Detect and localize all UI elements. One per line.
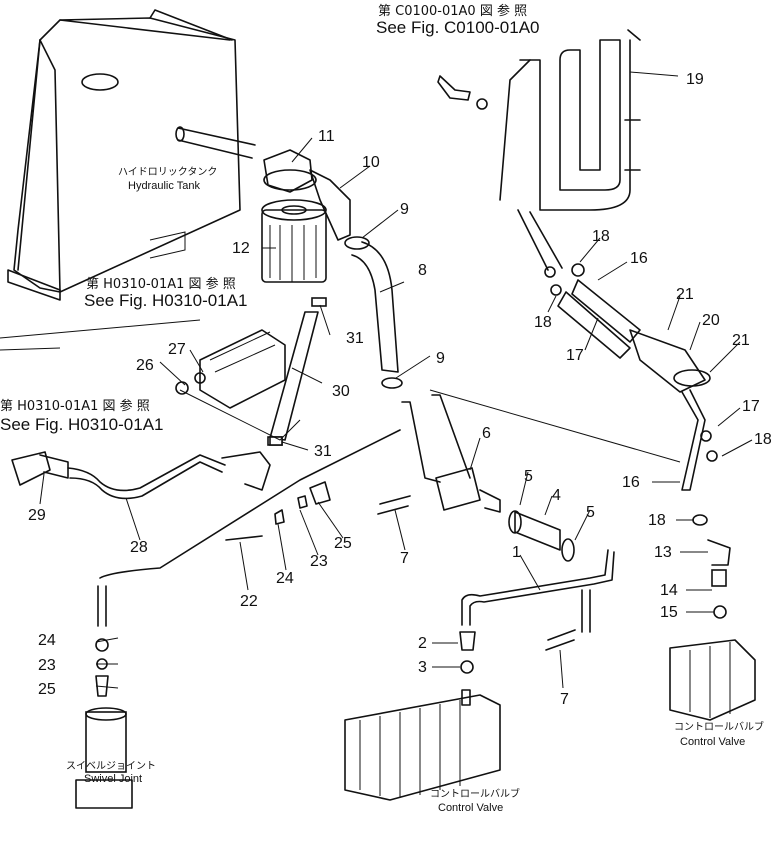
tank-label-jp: ハイドロリックタンク — [118, 166, 217, 178]
callout-18-a: 18 — [592, 228, 610, 245]
callout-18-c: 18 — [754, 431, 771, 448]
callout-18-b: 18 — [534, 314, 552, 331]
callout-7-right: 7 — [560, 691, 569, 708]
callout-12: 12 — [232, 240, 250, 257]
callout-24-lower: 24 — [38, 632, 56, 649]
callout-3: 3 — [418, 659, 427, 676]
hydraulic-tank — [7, 9, 256, 301]
ref-mid-en: See Fig. H0310-01A1 — [84, 291, 248, 310]
ref-mid-jp: 第 H0310-01A1 図 参 照 — [86, 276, 236, 292]
cv-bottom-label-jp: コントロールバルブ — [430, 787, 520, 800]
callout-5-right: 5 — [586, 504, 595, 521]
callout-22: 22 — [240, 593, 258, 610]
callout-26: 26 — [136, 357, 154, 374]
callout-11: 11 — [318, 128, 335, 145]
valve-block-upper — [175, 329, 286, 409]
swivel-joint — [75, 638, 133, 809]
suction-hose — [344, 236, 403, 389]
control-valve-right — [669, 514, 756, 721]
ref-left-en: See Fig. H0310-01A1 — [0, 415, 164, 434]
small-fittings — [269, 75, 718, 674]
callout-5-left: 5 — [524, 468, 533, 485]
cv-right-label-en: Control Valve — [680, 736, 745, 748]
callout-16-upper: 16 — [630, 250, 648, 267]
callout-18-d: 18 — [648, 512, 666, 529]
swivel-label-jp: スイベルジョイント — [66, 760, 156, 772]
callout-20: 20 — [702, 312, 720, 329]
callout-23-upper: 23 — [310, 553, 328, 570]
callout-24-upper: 24 — [276, 570, 294, 587]
callout-17-upper: 17 — [566, 347, 584, 364]
callout-10: 10 — [362, 154, 380, 171]
cv-right-label-jp: コントロールバルブ — [674, 720, 764, 733]
cv-bottom-label-en: Control Valve — [438, 802, 503, 814]
callout-21-lower: 21 — [732, 332, 750, 349]
callout-6: 6 — [482, 425, 491, 442]
leader-lines — [0, 71, 753, 689]
ref-top-jp: 第 C0100-01A0 図 参 照 — [378, 3, 527, 19]
hose-4 — [508, 510, 575, 562]
callout-23-lower: 23 — [38, 657, 56, 674]
callout-8: 8 — [418, 262, 427, 279]
callout-1: 1 — [512, 544, 521, 561]
ref-top-en: See Fig. C0100-01A0 — [376, 18, 540, 37]
callout-28: 28 — [130, 539, 148, 556]
callout-29: 29 — [28, 507, 46, 524]
callout-13: 13 — [654, 544, 672, 561]
callout-19: 19 — [686, 71, 704, 88]
callout-31-upper: 31 — [346, 330, 364, 347]
callout-17-lower: 17 — [742, 398, 760, 415]
return-tubes — [557, 279, 711, 491]
tank-label-en: Hydraulic Tank — [128, 180, 200, 192]
ref-left-jp: 第 H0310-01A1 図 参 照 — [0, 398, 150, 414]
callout-25-upper: 25 — [334, 535, 352, 552]
filter-assembly — [261, 149, 351, 283]
callout-30: 30 — [332, 383, 350, 400]
pipe-1 — [461, 549, 615, 633]
callout-9-upper: 9 — [400, 201, 409, 218]
callout-14: 14 — [660, 582, 678, 599]
control-valve-bottom — [344, 689, 501, 801]
oil-cooler — [499, 29, 641, 271]
callout-21-upper: 21 — [676, 286, 694, 303]
tee-fitting — [401, 389, 681, 513]
callout-2: 2 — [418, 635, 427, 652]
pipe-22 — [97, 429, 401, 627]
swivel-label-en: Swivel Joint — [84, 773, 142, 785]
callout-16-lower: 16 — [622, 474, 640, 491]
callout-4: 4 — [552, 487, 561, 504]
callout-9-lower: 9 — [436, 350, 445, 367]
callout-31-lower: 31 — [314, 443, 332, 460]
callout-7-left: 7 — [400, 550, 409, 567]
callout-27: 27 — [168, 341, 186, 358]
callout-15: 15 — [660, 604, 678, 621]
pipe-28 — [11, 451, 271, 500]
callout-25-lower: 25 — [38, 681, 56, 698]
